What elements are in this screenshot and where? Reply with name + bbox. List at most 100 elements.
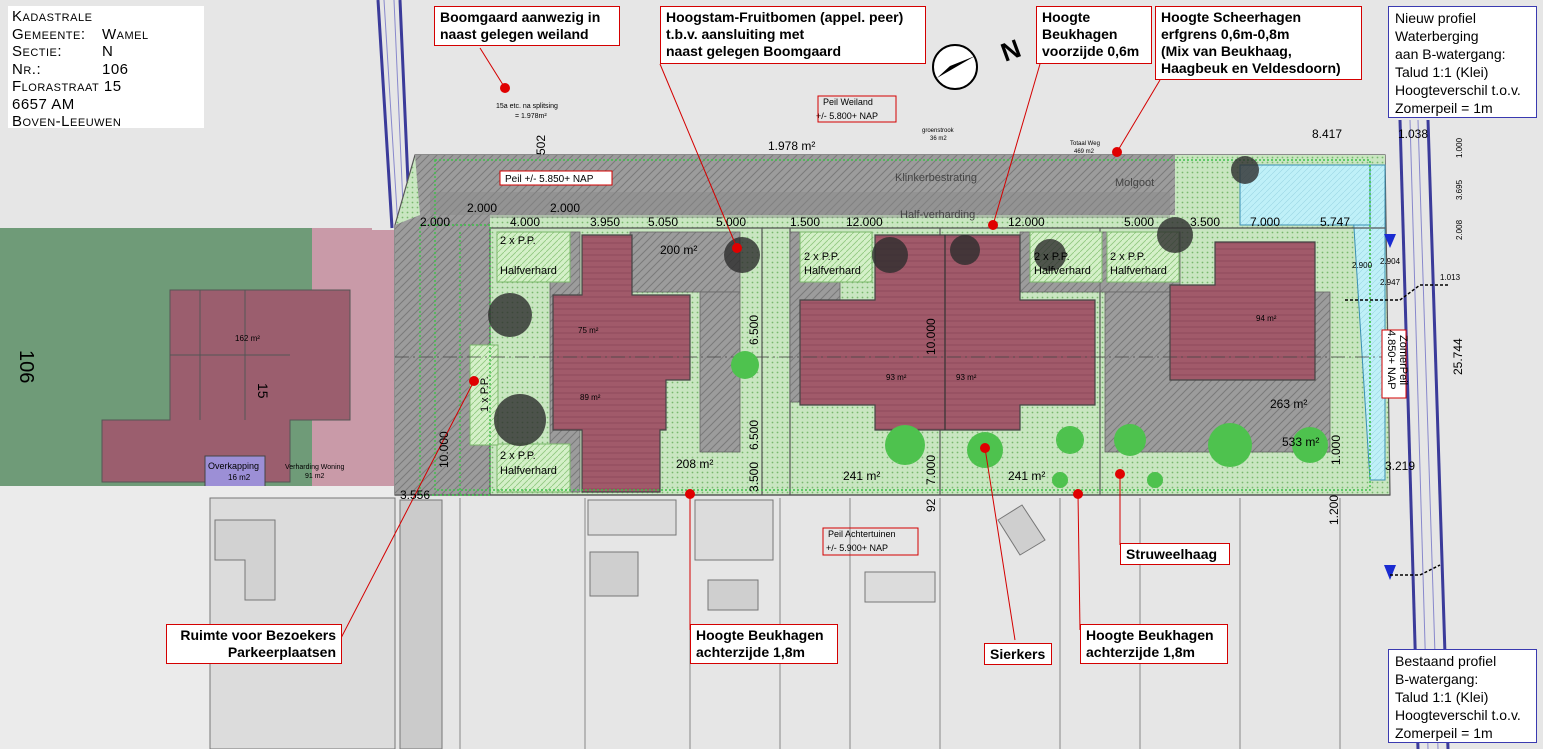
nr-label: Nr.: xyxy=(12,60,42,78)
address-line-2: 6657 AM xyxy=(12,95,75,113)
callout-sierkers: Sierkers xyxy=(984,643,1052,665)
dim-3695: 3.695 xyxy=(1455,179,1464,200)
kadaster-title: Kadastrale xyxy=(12,8,93,25)
neighbour-buildings xyxy=(209,497,1046,749)
label-groenstrook-2: 36 m2 xyxy=(930,136,947,142)
dim-7000: 7.000 xyxy=(924,455,938,485)
label-molgoot: Molgoot xyxy=(1115,177,1154,189)
access-road xyxy=(395,215,490,495)
compass-icon: N xyxy=(932,33,1025,90)
area-200: 200 m² xyxy=(660,243,697,257)
dim-1200: 1.200 xyxy=(1327,495,1341,525)
callout-bezoekers: Ruimte voor Bezoekers Parkeerplaatsen xyxy=(166,624,342,664)
area-162: 162 m² xyxy=(235,334,260,343)
label-splitsing-2: = 1.978m² xyxy=(515,113,547,120)
label-peil-weiland-1: Peil Weiland xyxy=(823,97,873,107)
area-241a: 241 m² xyxy=(843,469,880,483)
area-94: 94 m² xyxy=(1256,314,1277,323)
area-241b: 241 m² xyxy=(1008,469,1045,483)
dim-top-2: 4.000 xyxy=(510,215,540,229)
callout-beukhagen-achter-2: Hoogte Beukhagen achterzijde 1,8m xyxy=(1080,624,1228,664)
label-totaal-weg-1: Totaal Weg xyxy=(1070,141,1100,147)
hedges xyxy=(419,159,1371,496)
dim-top-12: 5.747 xyxy=(1320,215,1350,229)
callout-scheerhagen-line2: erfgrens 0,6m-0,8m xyxy=(1161,26,1290,42)
zomerpeil-2: 4.850+ NAP xyxy=(1385,330,1397,390)
callout-scheerhagen: Hoogte Scheerhagen erfgrens 0,6m-0,8m (M… xyxy=(1155,6,1362,80)
callout-beuk-achter-1-line1: Hoogte Beukhagen xyxy=(696,627,824,643)
label-groenstrook-1: groenstrook xyxy=(922,128,955,134)
pp-half-5: Halfverhard xyxy=(1110,265,1167,277)
dim-502: 502 xyxy=(534,135,548,155)
dim-2947: 2.947 xyxy=(1380,278,1401,287)
address-line-1: Florastraat 15 xyxy=(12,78,122,95)
profile-nieuw-line3: aan B-watergang: xyxy=(1395,46,1506,62)
nr-value: 106 xyxy=(102,60,129,78)
callout-dots xyxy=(469,83,1125,499)
label-peil-achtertuinen-1: Peil Achtertuinen xyxy=(828,529,896,539)
dim-8417: 8.417 xyxy=(1312,127,1342,141)
overkapping-label-1: Overkapping xyxy=(208,461,259,471)
callout-struweelhaag: Struweelhaag xyxy=(1120,543,1230,565)
callout-scheerhagen-line3: (Mix van Beukhaag, xyxy=(1161,43,1292,59)
profile-nieuw: Nieuw profiel Waterberging aan B-waterga… xyxy=(1388,6,1537,118)
profile-bestaand-line1: Bestaand profiel xyxy=(1395,653,1497,669)
dim-92: 92 xyxy=(924,498,938,512)
water-retention xyxy=(1349,164,1386,481)
sectie-label: Sectie: xyxy=(12,43,63,60)
sectie-value: N xyxy=(102,43,114,60)
label-klinker: Klinkerbestrating xyxy=(895,172,977,184)
dim-top-9: 5.000 xyxy=(1124,215,1154,229)
label-peil-front: Peil +/- 5.850+ NAP xyxy=(505,174,594,185)
profile-bestaand-line5: Zomerpeil = 1m xyxy=(1395,725,1493,741)
house-middle xyxy=(799,234,1096,431)
pp-label-3: 2 x P.P. xyxy=(804,251,840,263)
label-peil-weiland-2: +/- 5.800+ NAP xyxy=(816,111,878,121)
dim-1038: 1.038 xyxy=(1398,127,1428,141)
callout-beukhagen-achter-1: Hoogte Beukhagen achterzijde 1,8m xyxy=(690,624,838,664)
dim-10000a: 10.000 xyxy=(437,431,451,468)
callout-beuk-achter-2-line1: Hoogte Beukhagen xyxy=(1086,627,1214,643)
neighbour-house-15 xyxy=(101,289,351,483)
callout-beuk-achter-1-line2: achterzijde 1,8m xyxy=(696,644,805,660)
verharding-woning-1: Verharding Woning xyxy=(285,464,345,471)
callout-hoogte-voor-line2: Beukhagen xyxy=(1042,26,1118,42)
dim-1000a: 1.000 xyxy=(1455,137,1464,158)
callout-struweelhaag-line1: Struweelhaag xyxy=(1126,546,1218,562)
pp-single: 1 x P.P. xyxy=(479,376,491,412)
callout-boomgaard: Boomgaard aanwezig in naast gelegen weil… xyxy=(434,6,620,46)
dim-top-11: 7.000 xyxy=(1250,215,1280,229)
klinker-road xyxy=(415,155,1175,215)
area-93a: 93 m² xyxy=(886,373,907,382)
callout-hoogte-voor-line3: voorzijde 0,6m xyxy=(1042,43,1140,59)
callout-hoogstam-line1: Hoogstam-Fruitbomen (appel. peer) xyxy=(666,9,904,25)
dim-top-1: 2.000 xyxy=(550,201,580,215)
label-half-verharding: Half-verharding xyxy=(900,209,975,221)
area-533: 533 m² xyxy=(1282,435,1319,449)
dim-top-10: 3.500 xyxy=(1190,215,1220,229)
dim-top-3: 3.950 xyxy=(590,215,620,229)
label-totaal-weg-2: 469 m2 xyxy=(1074,149,1095,155)
dim-3219: 3.219 xyxy=(1385,459,1415,473)
address-line-3: Boven-Leeuwen xyxy=(12,113,122,130)
profile-bestaand-line2: B-watergang: xyxy=(1395,671,1479,687)
callout-scheerhagen-line4: Haagbeuk en Veldesdoorn) xyxy=(1161,60,1341,76)
dim-10000b: 10.000 xyxy=(924,318,938,355)
pp-label-5: 2 x P.P. xyxy=(1110,251,1146,263)
dim-1000b: 1.000 xyxy=(1329,435,1343,465)
area-1978: 1.978 m² xyxy=(768,139,815,153)
dim-6500a: 6.500 xyxy=(747,315,761,345)
callout-sierkers-line1: Sierkers xyxy=(990,646,1046,662)
area-208: 208 m² xyxy=(676,457,713,471)
dim-top-0: 2.000 xyxy=(467,201,497,215)
profile-nieuw-line5: Hoogteverschil t.o.v. xyxy=(1395,82,1521,98)
callout-boomgaard-line1: Boomgaard aanwezig in xyxy=(440,9,601,25)
callout-lines xyxy=(339,47,1161,641)
house-right xyxy=(1169,241,1316,381)
area-93b: 93 m² xyxy=(956,373,977,382)
profile-bestaand-line3: Talud 1:1 (Klei) xyxy=(1395,689,1489,705)
area-75: 75 m² xyxy=(578,326,599,335)
pp-half-1: Halfverhard xyxy=(500,265,557,277)
gemeente-label: Gemeente: xyxy=(12,25,86,43)
